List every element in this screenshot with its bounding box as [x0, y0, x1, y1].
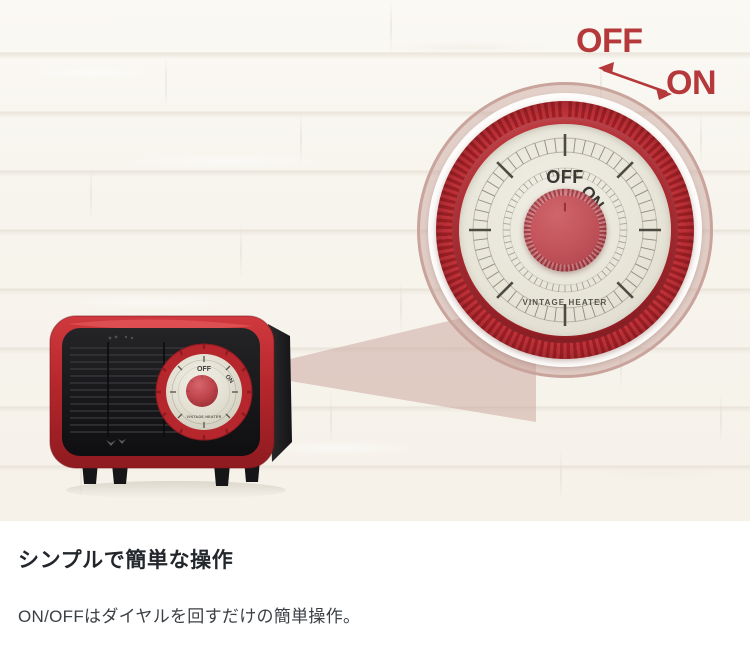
product-heater-image: OFF ON VINTAGE HEATER [49, 315, 292, 499]
copy-section: シンプルで簡単な操作 ON/OFFはダイヤルを回すだけの簡単操作。 [0, 521, 750, 665]
dial-knob-cap [530, 195, 600, 265]
annotation-on-label: ON [666, 64, 717, 102]
dial-center-knob[interactable] [523, 188, 607, 272]
dial-face: OFF ON VINTAGE HEATER [459, 124, 671, 336]
off-on-annotation: OFF ON [560, 24, 750, 110]
svg-text:OFF: OFF [197, 366, 212, 373]
annotation-off-label: OFF [576, 22, 643, 60]
dial-off-label: OFF [546, 167, 584, 188]
svg-text:ON: ON [224, 374, 234, 385]
double-headed-arrow-icon [598, 62, 672, 100]
dial-tick-marks [469, 134, 661, 326]
copy-body: ON/OFFはダイヤルを回すだけの簡単操作。 [18, 607, 361, 626]
svg-text:VINTAGE HEATER: VINTAGE HEATER [186, 415, 221, 419]
dial-brand-label: VINTAGE HEATER [522, 298, 608, 308]
magnified-dial: OFF ON VINTAGE HEATER [417, 82, 713, 378]
hero-image: OFF ON VINTAGE HEATER [0, 0, 750, 521]
copy-heading: シンプルで簡単な操作 [18, 549, 234, 572]
dial-knob-indicator [564, 202, 566, 212]
